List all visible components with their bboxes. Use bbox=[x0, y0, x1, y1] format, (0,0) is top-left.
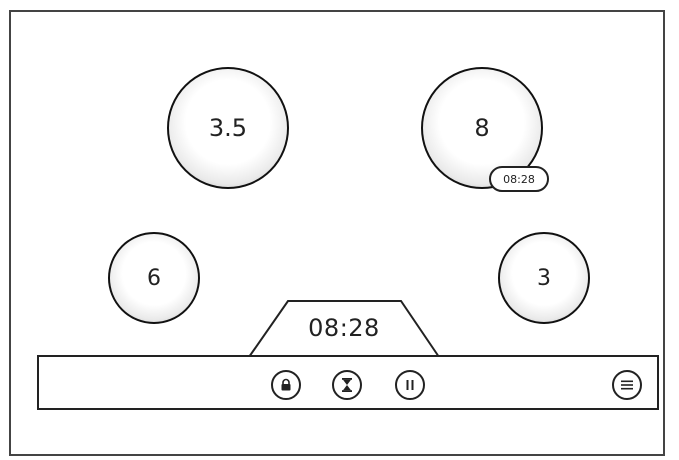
burner-bottom-left[interactable]: 6 bbox=[108, 232, 200, 324]
pause-icon bbox=[406, 380, 414, 390]
hourglass-icon bbox=[342, 378, 352, 392]
menu-icon bbox=[621, 380, 633, 390]
burner-top-right-timer-text: 08:28 bbox=[503, 172, 535, 186]
burner-top-left[interactable]: 3.5 bbox=[167, 67, 289, 189]
timer-button[interactable] bbox=[332, 370, 362, 400]
burner-top-right[interactable]: 8 bbox=[421, 67, 543, 189]
burner-bottom-right-level: 3 bbox=[537, 265, 551, 291]
lock-icon bbox=[281, 378, 291, 391]
control-bar bbox=[37, 355, 659, 410]
burner-bottom-right[interactable]: 3 bbox=[498, 232, 590, 324]
burner-bottom-left-level: 6 bbox=[147, 265, 161, 291]
main-timer-display: 08:28 bbox=[248, 300, 440, 358]
burner-top-left-level: 3.5 bbox=[208, 114, 248, 142]
menu-button[interactable] bbox=[612, 370, 642, 400]
burner-top-right-timer-badge[interactable]: 08:28 bbox=[489, 166, 549, 192]
burner-top-right-level: 8 bbox=[474, 114, 490, 142]
pause-button[interactable] bbox=[395, 370, 425, 400]
main-timer-text: 08:28 bbox=[308, 314, 380, 342]
lock-button[interactable] bbox=[271, 370, 301, 400]
